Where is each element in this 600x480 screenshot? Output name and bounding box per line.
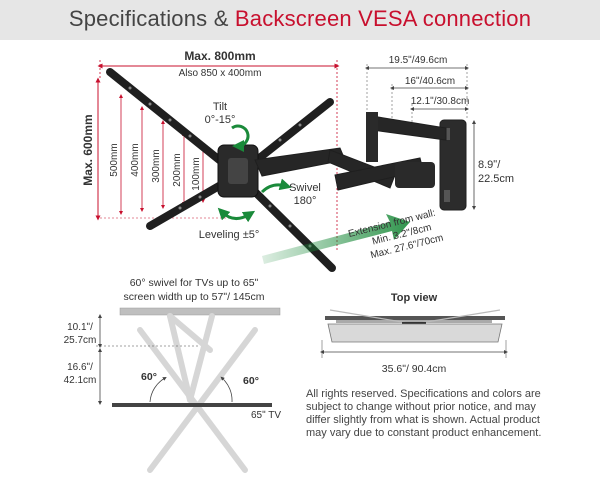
mount-x-bracket — [106, 68, 467, 272]
swivel-annotation: Swivel 180° — [260, 178, 321, 207]
vesa-also-label: Also 850 x 400mm — [179, 68, 262, 79]
extension-annotation: Extension from wall: Min. 3.2ʺ/8cm Max. … — [262, 208, 445, 264]
vesa-height-dimensions: Max. 600mm 500mm 400mm 300mm 200mm 100mm — [81, 77, 250, 221]
leveling-label: Leveling ±5° — [199, 229, 260, 241]
top-view-width: 35.6ʺ/ 90.4cm — [382, 363, 447, 375]
wall-bar — [119, 307, 281, 316]
swivel-range-label: 180° — [294, 195, 317, 207]
arm-dim-1: 19.5ʺ/49.6cm — [389, 55, 448, 66]
tv-size-label: 65ʺ TV — [251, 410, 281, 421]
page-title: Specifications & Backscreen VESA connect… — [0, 6, 600, 32]
vesa-height-200: 200mm — [172, 153, 183, 186]
top-view-diagram: Top view 35.6ʺ/ 90.4cm — [320, 292, 508, 375]
plate-height-line1: 8.9ʺ/ — [478, 159, 501, 171]
vesa-height-300: 300mm — [151, 149, 162, 182]
vesa-height-500: 500mm — [109, 143, 120, 176]
title-part-2: Backscreen VESA connection — [234, 6, 532, 31]
extension-arrow-icon — [262, 214, 410, 264]
title-part-1: Specifications & — [68, 6, 235, 31]
swivel-dim1-line1: 10.1ʺ/ — [67, 322, 93, 333]
swivel-angle-left: 60° — [141, 371, 157, 383]
swivel-caption-line1: 60° swivel for TVs up to 65ʺ — [130, 277, 259, 289]
swivel-label: Swivel — [289, 182, 321, 194]
tilt-range-label: 0°-15° — [205, 114, 236, 126]
leveling-arrow-icon — [217, 207, 256, 223]
vesa-max-height-label: Max. 600mm — [81, 114, 95, 185]
vesa-width-dimension: Max. 800mm Also 850 x 400mm — [97, 49, 340, 250]
vesa-max-width-label: Max. 800mm — [184, 49, 255, 63]
leveling-annotation: Leveling ±5° — [199, 207, 260, 241]
tilt-arrow-icon — [231, 124, 250, 152]
vesa-height-400: 400mm — [130, 143, 141, 176]
swivel-angle-right: 60° — [243, 375, 259, 387]
swivel-diagram: 60° swivel for TVs up to 65ʺ screen widt… — [64, 277, 281, 473]
arm-dim-2: 16ʺ/40.6cm — [405, 76, 455, 87]
swivel-dim2-line2: 42.1cm — [64, 375, 97, 386]
header-banner: Specifications & Backscreen VESA connect… — [0, 0, 600, 40]
top-view-title: Top view — [391, 292, 438, 304]
arm-dim-3: 12.1ʺ/30.8cm — [411, 96, 470, 107]
arm-dimensions: 19.5ʺ/49.6cm 16ʺ/40.6cm 12.1ʺ/30.8cm 8.9… — [365, 55, 514, 210]
swivel-dim1-line2: 25.7cm — [64, 335, 97, 346]
swivel-caption-line2: screen width up to 57ʺ/ 145cm — [124, 291, 265, 303]
tilt-annotation: Tilt 0°-15° — [205, 101, 250, 152]
disclaimer-text: All rights reserved. Specifications and … — [306, 388, 542, 439]
swivel-dim2-line1: 16.6ʺ/ — [67, 362, 93, 373]
plate-height-line2: 22.5cm — [478, 173, 514, 185]
vesa-height-100: 100mm — [191, 157, 202, 190]
tilt-label: Tilt — [213, 101, 227, 113]
swivel-arrow-icon — [260, 178, 292, 194]
